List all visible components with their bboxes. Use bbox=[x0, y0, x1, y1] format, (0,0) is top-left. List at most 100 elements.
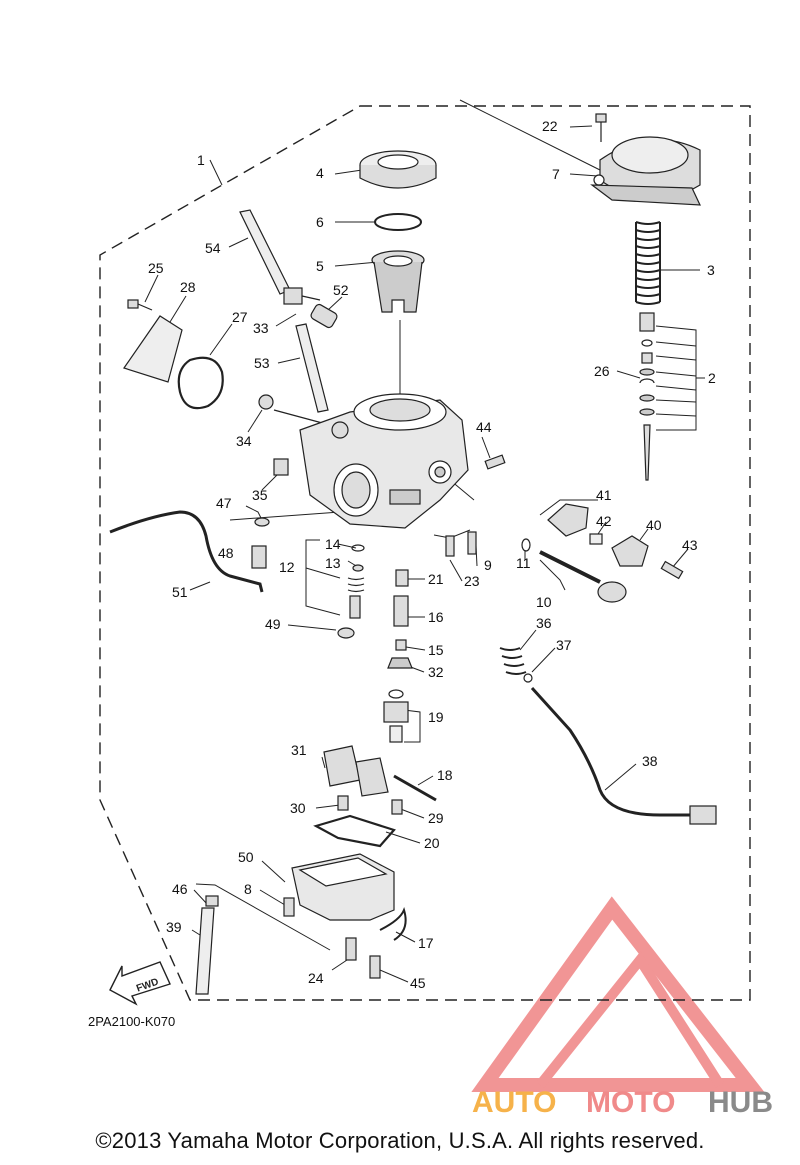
part-43-screw bbox=[660, 560, 684, 580]
part-48-fitting bbox=[251, 545, 267, 569]
part-30-screw bbox=[337, 795, 349, 811]
part-49-cap bbox=[337, 627, 355, 639]
part-28-cover bbox=[123, 315, 183, 383]
part-6-o-ring bbox=[374, 213, 422, 231]
label-13: 13 bbox=[325, 555, 341, 571]
label-40: 40 bbox=[646, 517, 662, 533]
label-15: 15 bbox=[428, 642, 444, 658]
label-11: 11 bbox=[516, 555, 531, 571]
label-27: 27 bbox=[232, 309, 248, 325]
watermark-logo bbox=[471, 896, 765, 1092]
label-25: 25 bbox=[148, 260, 164, 276]
part-25-screw bbox=[127, 299, 153, 311]
part-52-plug bbox=[310, 303, 338, 329]
copyright-notice: ©2013 Yamaha Motor Corporation, U.S.A. A… bbox=[95, 1128, 705, 1153]
part-51-vent-hose bbox=[109, 510, 264, 593]
label-24: 24 bbox=[308, 970, 324, 986]
label-4: 4 bbox=[316, 165, 324, 181]
label-49: 49 bbox=[265, 616, 281, 632]
part-2-needle-set bbox=[639, 312, 655, 481]
label-43: 43 bbox=[682, 537, 698, 553]
part-33-fitting bbox=[283, 287, 321, 305]
label-42: 42 bbox=[596, 513, 612, 529]
watermark-moto: MOTO bbox=[586, 1086, 675, 1119]
part-46-clamp bbox=[205, 895, 219, 907]
label-2: 2 bbox=[708, 370, 716, 386]
diagram-code: 2PA2100-K070 bbox=[88, 1014, 175, 1029]
label-10: 10 bbox=[536, 594, 552, 610]
part-53-hose bbox=[295, 323, 329, 413]
label-50: 50 bbox=[238, 849, 254, 865]
part-8-screw bbox=[283, 897, 295, 917]
label-9: 9 bbox=[484, 557, 492, 573]
label-29: 29 bbox=[428, 810, 444, 826]
label-35: 35 bbox=[252, 487, 268, 503]
label-48: 48 bbox=[218, 545, 234, 561]
part-38-throttle-cable bbox=[530, 686, 690, 817]
assembly-outline bbox=[99, 105, 751, 1001]
part-number-labels: 1 2 3 4 5 6 7 8 9 10 11 12 13 14 15 16 1… bbox=[148, 118, 716, 991]
label-1: 1 bbox=[197, 152, 205, 168]
part-11-o-ring bbox=[521, 538, 531, 552]
label-46: 46 bbox=[172, 881, 188, 897]
part-drawings bbox=[109, 113, 717, 995]
label-36: 36 bbox=[536, 615, 552, 631]
part-31-float bbox=[323, 745, 389, 797]
part-34-nut bbox=[258, 394, 327, 425]
label-44: 44 bbox=[476, 419, 492, 435]
part-54-hose bbox=[239, 209, 291, 295]
label-23: 23 bbox=[464, 573, 480, 589]
label-39: 39 bbox=[166, 919, 182, 935]
part-27-gasket bbox=[177, 356, 224, 410]
part-9-screw bbox=[467, 531, 477, 555]
part-18-pin bbox=[393, 774, 437, 802]
part-39-drain-hose bbox=[195, 907, 215, 995]
part-32-holder bbox=[387, 657, 413, 669]
label-30: 30 bbox=[290, 800, 306, 816]
part-17-clip bbox=[379, 906, 407, 941]
part-20-gasket bbox=[313, 814, 396, 848]
watermark-text: AUTO MOTO HUB bbox=[472, 1086, 773, 1119]
label-45: 45 bbox=[410, 975, 426, 991]
label-38: 38 bbox=[642, 753, 658, 769]
part-42-spring bbox=[589, 533, 603, 545]
label-34: 34 bbox=[236, 433, 252, 449]
label-52: 52 bbox=[333, 282, 349, 298]
label-17: 17 bbox=[418, 935, 434, 951]
part-16-needle-jet bbox=[393, 595, 409, 627]
leader-lines bbox=[144, 99, 705, 983]
label-16: 16 bbox=[428, 609, 444, 625]
part-29-screw bbox=[391, 799, 403, 815]
watermark-auto: AUTO bbox=[472, 1086, 556, 1119]
label-47: 47 bbox=[216, 495, 232, 511]
part-40-cover bbox=[611, 535, 649, 567]
part-23-screw bbox=[445, 535, 455, 557]
part-41-plate bbox=[547, 503, 589, 537]
part-24-screw bbox=[345, 937, 357, 961]
label-53: 53 bbox=[254, 355, 270, 371]
label-32: 32 bbox=[428, 664, 444, 680]
label-33: 33 bbox=[253, 320, 269, 336]
part-13-washer bbox=[352, 564, 364, 572]
label-5: 5 bbox=[316, 258, 324, 274]
part-19-float-valve bbox=[383, 689, 409, 743]
label-41: 41 bbox=[596, 487, 612, 503]
label-19: 19 bbox=[428, 709, 444, 725]
label-7: 7 bbox=[552, 166, 560, 182]
part-4-top-cap bbox=[359, 150, 437, 189]
part-14-o-ring bbox=[351, 544, 365, 552]
label-6: 6 bbox=[316, 214, 324, 230]
part-35-jet bbox=[273, 458, 289, 476]
label-14: 14 bbox=[325, 536, 341, 552]
label-20: 20 bbox=[424, 835, 440, 851]
part-22-screw bbox=[595, 113, 607, 142]
part-7-top-cover bbox=[590, 136, 701, 206]
part-36-spring bbox=[499, 647, 527, 675]
fwd-arrow: FWD bbox=[109, 961, 171, 1006]
label-26: 26 bbox=[594, 363, 610, 379]
part-12-pilot-screw bbox=[347, 577, 365, 619]
watermark-hub: HUB bbox=[708, 1086, 773, 1119]
part-3-spring bbox=[635, 221, 661, 305]
label-37: 37 bbox=[556, 637, 572, 653]
